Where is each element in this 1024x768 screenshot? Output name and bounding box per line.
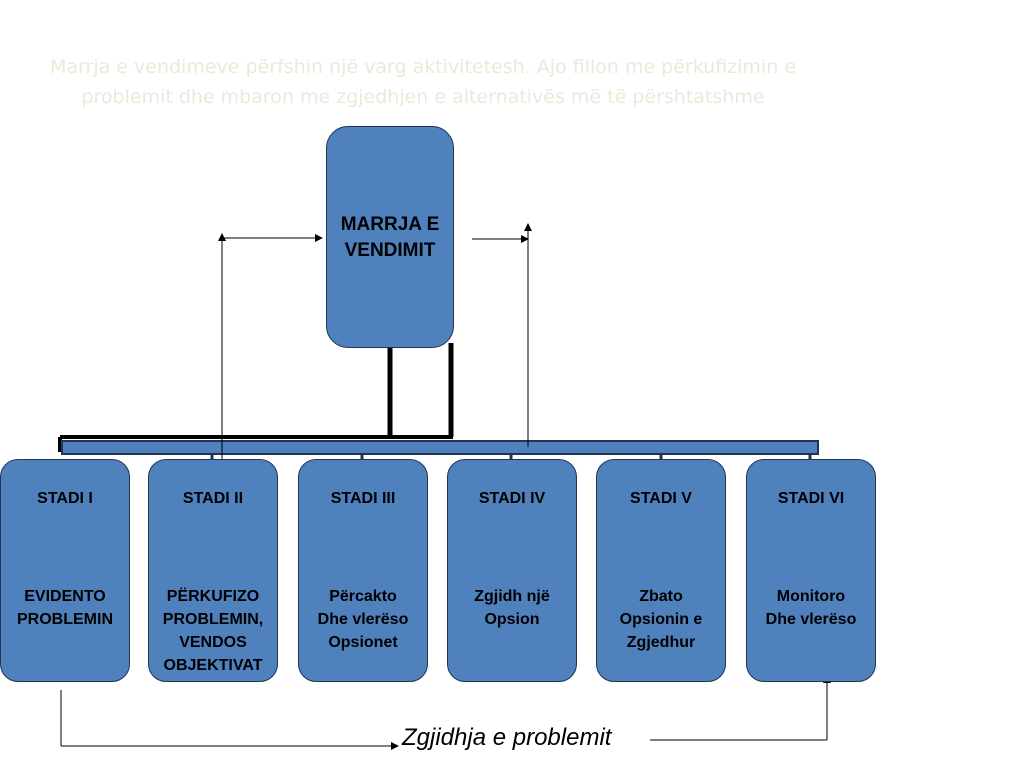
main-decision-label: MARRJA E VENDIMIT (340, 214, 440, 261)
stage-5-title: STADI V (630, 490, 692, 507)
subtitle-line-2: problemit dhe mbaron me zgjedhjen e alte… (81, 86, 765, 108)
stage-1-description: EVIDENTO PROBLEMIN (17, 588, 113, 628)
stage-2-title: STADI II (182, 490, 244, 507)
stage-box-1 (0, 459, 130, 682)
stage-box-2 (148, 459, 278, 682)
caption-to-stage6-arrow (650, 675, 831, 741)
stage-6-title: STADI VI (777, 490, 845, 507)
stage-box-6 (746, 459, 876, 682)
stage-1-title: STADI I (37, 490, 93, 507)
stage-4-description: Zgjidh një Opsion (474, 588, 550, 628)
stage1-to-caption-arrow (60, 690, 399, 750)
stage-box-5 (596, 459, 726, 682)
stage-4-title: STADI IV (478, 490, 546, 507)
stage-3-title: STADI III (330, 490, 396, 507)
stage-box-4 (447, 459, 577, 682)
slide-subtitle: Marrja e vendimeve përfshin një varg akt… (0, 52, 846, 112)
bottom-caption: Zgjidhja e problemit (402, 724, 612, 751)
main-to-stage4-arrow (472, 223, 532, 447)
distribution-bar (61, 440, 819, 455)
subtitle-line-1: Marrja e vendimeve përfshin një varg akt… (50, 56, 796, 78)
stage-5-description: Zbato Opsionin e Zgjedhur (619, 588, 703, 651)
stage-box-3 (298, 459, 428, 682)
stage-2-description: PËRKUFIZO PROBLEMIN, VENDOS OBJEKTIVAT (162, 588, 264, 674)
stage2-to-main-arrow (218, 233, 323, 462)
main-decision-box (326, 126, 454, 348)
stage-3-description: Përcakto Dhe vlerëso Opsionet (317, 588, 409, 651)
main-box-bracket (58, 343, 454, 452)
stage-6-description: Monitoro Dhe vlerëso (765, 588, 857, 628)
